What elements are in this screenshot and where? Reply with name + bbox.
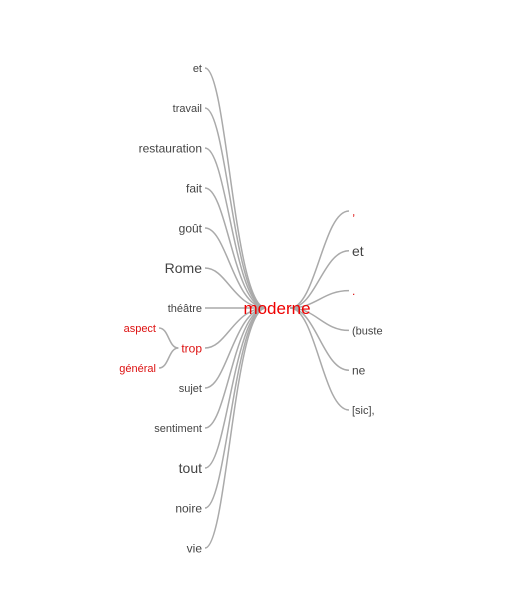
left-sub-word-general[interactable]: général (119, 363, 156, 375)
left-link-fait (204, 187, 267, 309)
left-sub-word-aspect[interactable]: aspect (124, 323, 156, 335)
tree-links (158, 67, 350, 549)
right-link-ne (289, 307, 350, 371)
left-link-trop (204, 307, 267, 349)
tree-labels: moderne et travail restauration fait goûtRom… (119, 63, 382, 555)
left-word-tout[interactable]: tout (179, 460, 202, 476)
left-word-travail[interactable]: travail (173, 103, 202, 115)
left-word-theatre[interactable]: théâtre (168, 303, 202, 315)
left-word-gout[interactable]: goût (179, 221, 203, 235)
left-link-travail (204, 107, 267, 309)
right-link-sic (289, 307, 350, 411)
left-word-et[interactable]: et (193, 63, 202, 75)
left-link-noire (204, 307, 267, 509)
right-word-sic[interactable]: [sic], (352, 405, 375, 417)
left-link-sentiment (204, 307, 267, 429)
left-word-restauration[interactable]: restauration (139, 141, 202, 155)
right-link-punct (289, 289, 350, 309)
left-word-rome[interactable]: Rome (165, 260, 203, 276)
right-word-ne[interactable]: ne (352, 364, 366, 378)
left-link-tout (204, 307, 267, 469)
left-word-sentiment[interactable]: sentiment (154, 423, 202, 435)
right-word-punct[interactable]: , (352, 204, 355, 218)
left-link-vie (204, 307, 267, 549)
right-word-punct[interactable]: . (352, 284, 355, 298)
left-sub-link-general (158, 347, 179, 369)
left-sub-link-aspect (158, 327, 179, 349)
left-word-sujet[interactable]: sujet (179, 383, 202, 395)
left-word-fait[interactable]: fait (186, 181, 203, 195)
left-word-trop[interactable]: trop (181, 341, 202, 355)
left-word-noire[interactable]: noire (175, 501, 202, 515)
left-word-vie[interactable]: vie (187, 541, 203, 555)
right-word-et[interactable]: et (352, 243, 364, 259)
right-link-buste (289, 307, 350, 332)
left-link-gout (204, 227, 267, 309)
root-word[interactable]: moderne (243, 299, 310, 318)
left-link-rome (204, 267, 267, 309)
left-link-et (204, 67, 267, 309)
right-link-punct (289, 210, 350, 309)
right-link-et (289, 250, 350, 309)
left-link-restauration (204, 147, 267, 309)
right-word-buste[interactable]: (buste (352, 325, 383, 337)
left-link-sujet (204, 307, 267, 389)
